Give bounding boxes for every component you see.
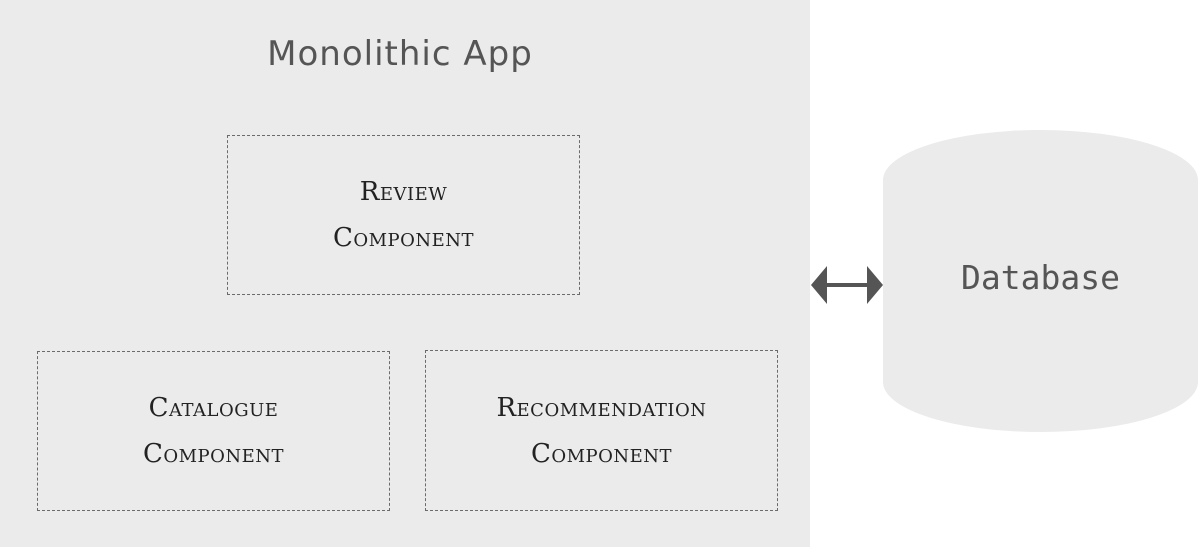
database-label: Database	[961, 258, 1120, 297]
catalogue-component-label-line1: Catalogue	[148, 393, 279, 423]
connector-right-head	[867, 266, 883, 304]
recommendation-component-label-line2: Component	[530, 438, 673, 469]
review-component-label-line2: Component	[332, 223, 475, 253]
review-component-box: Review Component	[227, 135, 580, 295]
connector-left-head	[811, 266, 827, 304]
review-component-label-line1: Review	[359, 177, 448, 207]
recommendation-component-label-line1: Recommendation	[496, 392, 707, 423]
database-cylinder-body	[883, 130, 1198, 432]
monolithic-app-panel: Monolithic App Review Component Catalogu…	[0, 0, 810, 547]
double-arrow-icon	[811, 266, 883, 304]
catalogue-component-label-line2: Component	[142, 439, 285, 469]
catalogue-component-box: Catalogue Component	[37, 351, 390, 511]
app-title: Monolithic App	[267, 34, 533, 74]
database-cylinder-icon	[883, 130, 1198, 432]
recommendation-component-box: Recommendation Component	[425, 350, 778, 511]
